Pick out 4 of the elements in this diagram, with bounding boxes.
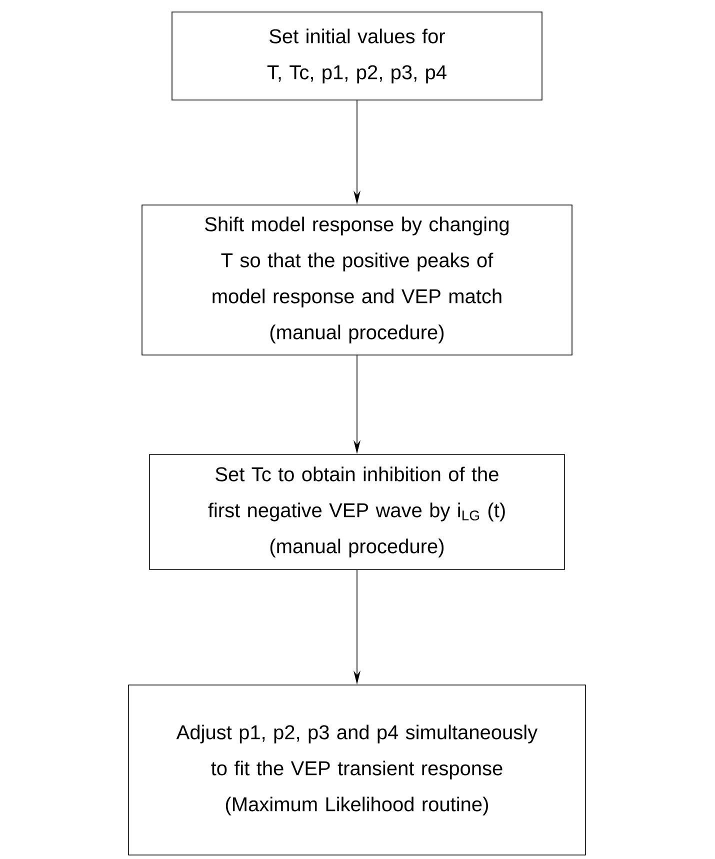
process-box: Shift model response by changing T so that the positive peaks of model response and VEP match (manual procedure) <box>142 204 572 356</box>
process-box: Set Tc to obtain inhibition of the first negative VEP wave by i$_{LG}$ (t) (manual procedure) <box>149 454 565 570</box>
process-box: Adjust p1, p2, p3 and p4 simultaneously to fit the VEP transient response (Maximum Likelihood routine) <box>128 684 586 856</box>
process-box: Set initial values for T, Tc, p1, p2, p3, p4 <box>172 12 542 100</box>
